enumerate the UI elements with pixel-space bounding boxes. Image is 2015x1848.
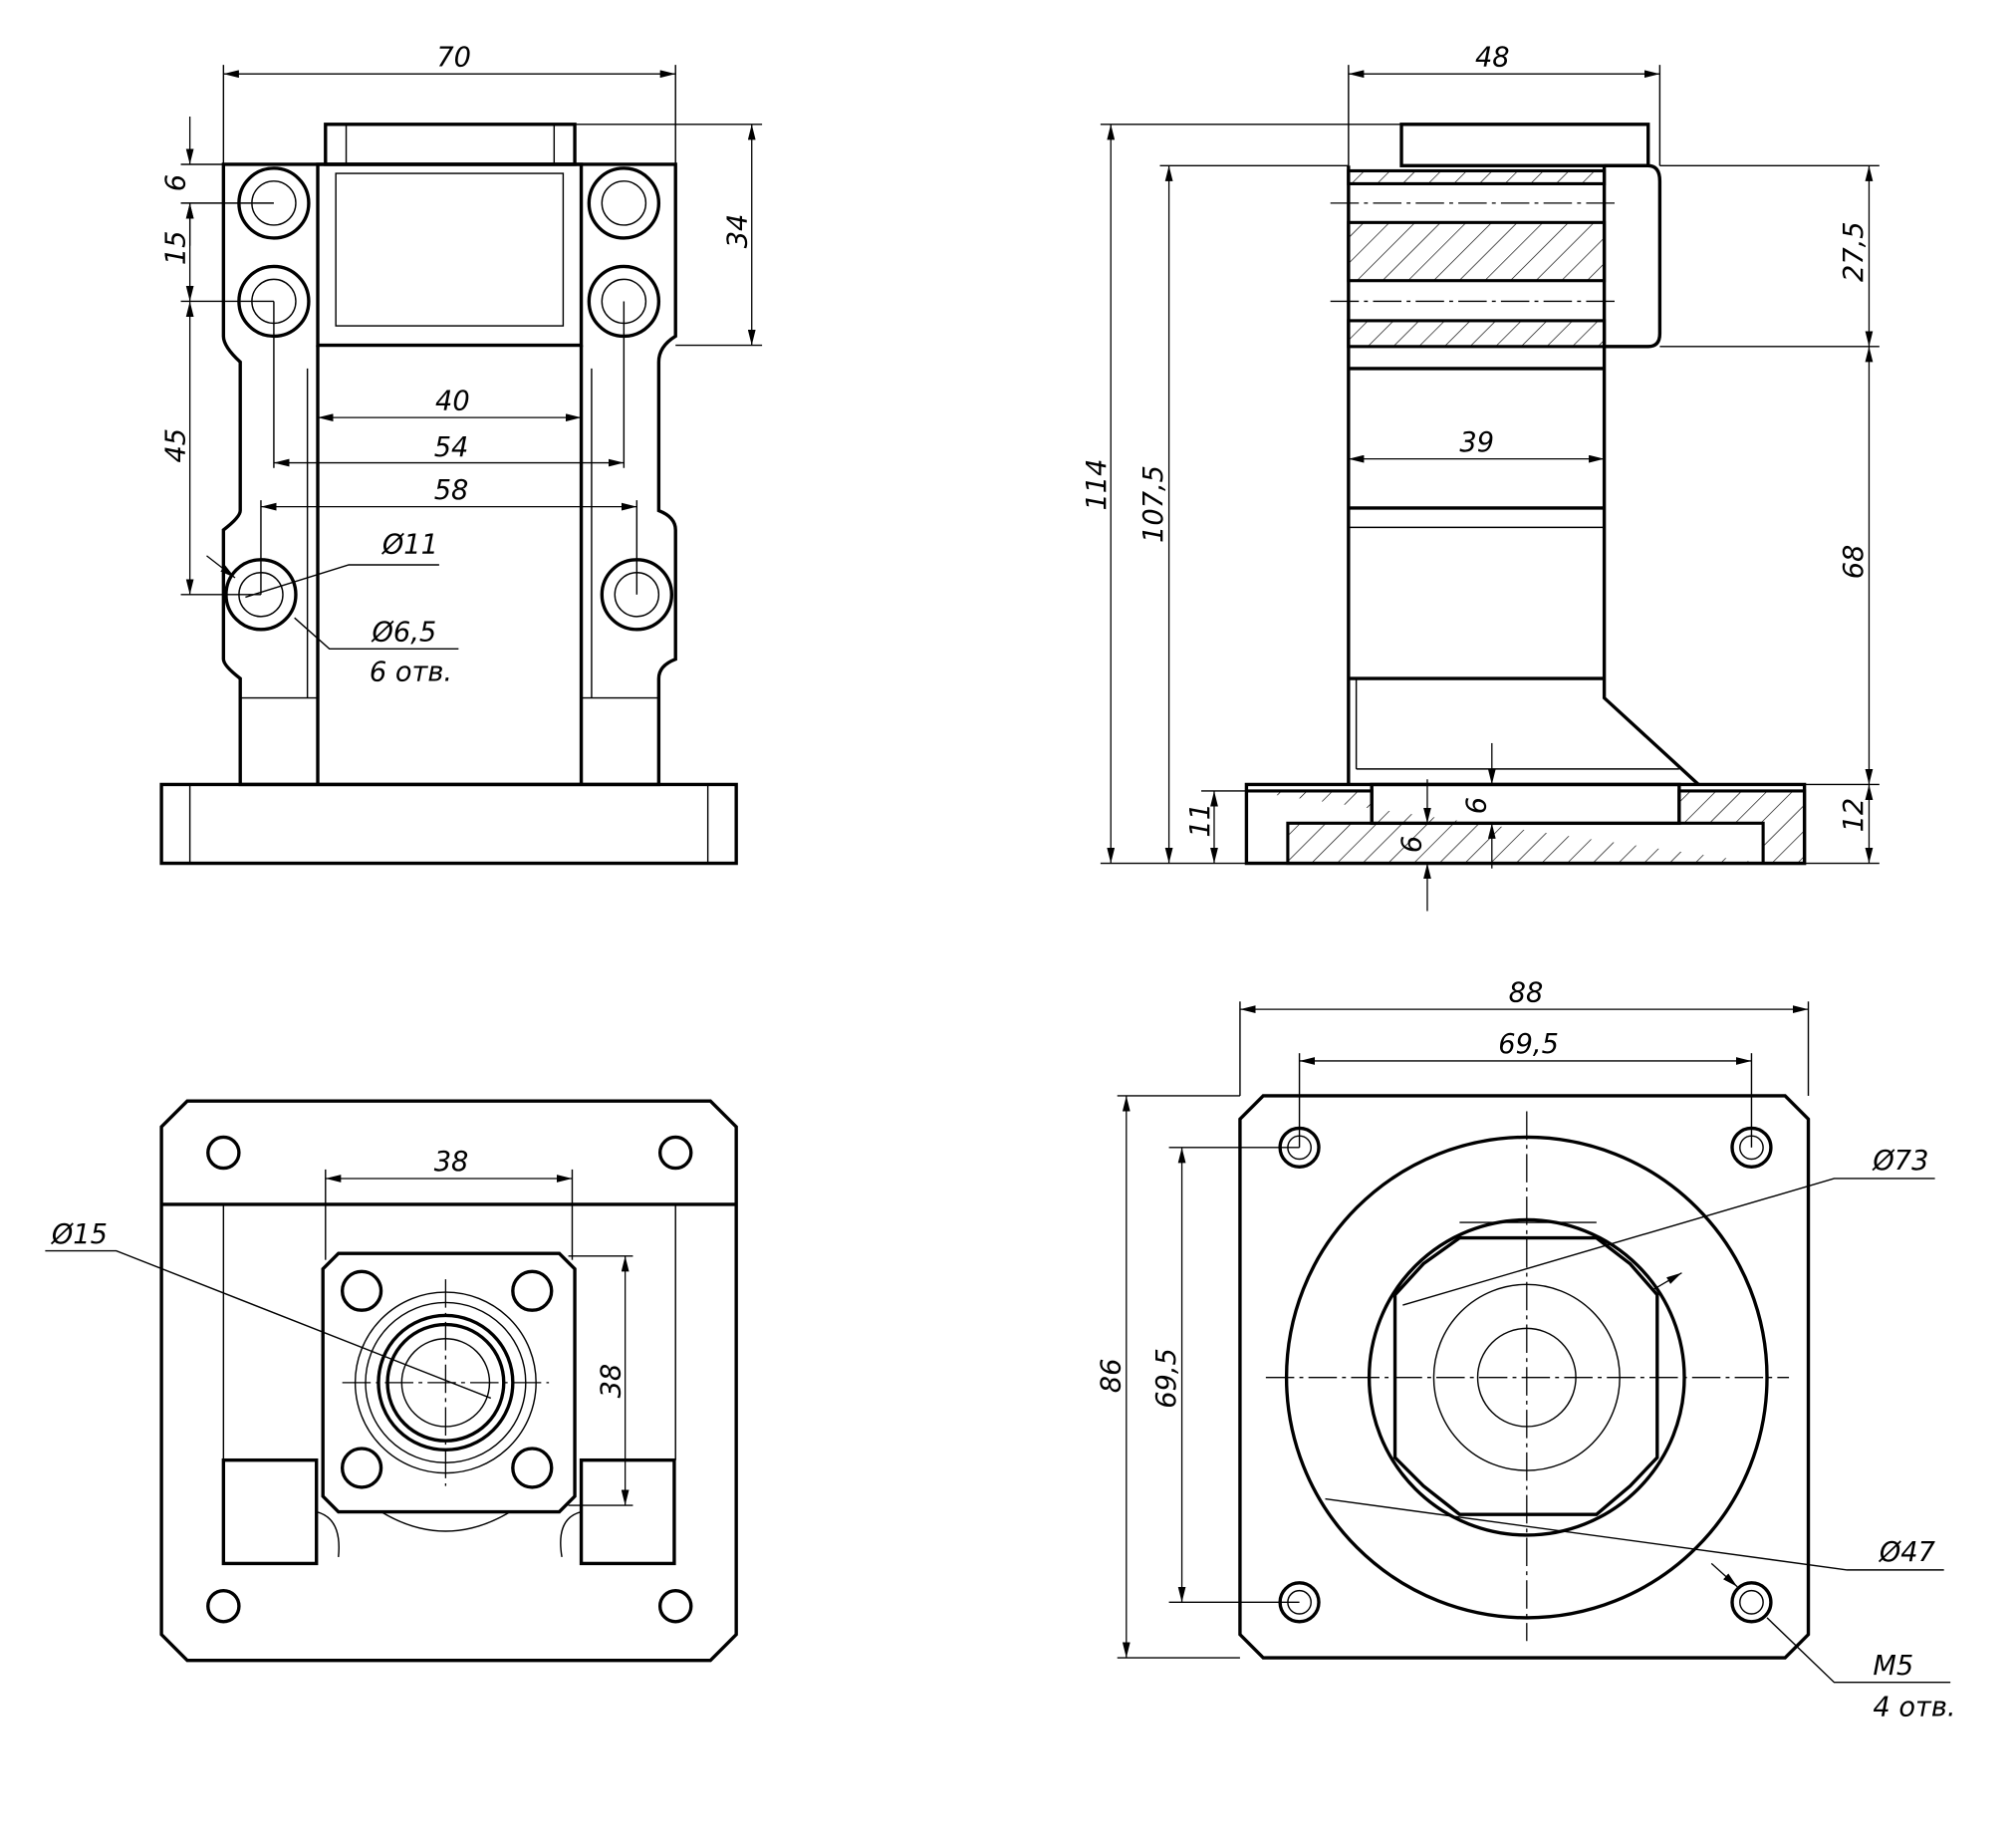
dim-114: 114 bbox=[1082, 459, 1113, 511]
side-view: 48 114 107,5 11 27,5 68 12 39 6 6 bbox=[1082, 42, 1880, 912]
dim-6-b: 6 bbox=[1396, 836, 1427, 853]
dim-11: 11 bbox=[1185, 803, 1216, 838]
dim-68: 68 bbox=[1839, 545, 1870, 580]
corner-holes bbox=[206, 1135, 693, 1624]
dim-48: 48 bbox=[1475, 42, 1510, 73]
dim-27-5: 27,5 bbox=[1839, 221, 1870, 282]
dim-6: 6 bbox=[160, 174, 191, 191]
front-view: 70 34 6 15 45 40 54 58 Ø11 Ø6,5 6 отв. bbox=[159, 42, 763, 866]
dim-6-a: 6 bbox=[1461, 797, 1492, 814]
dim-69-5-horizontal: 69,5 bbox=[1498, 1029, 1559, 1060]
thread-label: M5 bbox=[1873, 1651, 1913, 1682]
thread-count-label: 4 отв. bbox=[1873, 1692, 1955, 1722]
dim-34: 34 bbox=[723, 214, 754, 249]
dim-70: 70 bbox=[436, 42, 471, 73]
dim-45: 45 bbox=[160, 428, 191, 463]
inner-dia-label: Ø47 bbox=[1879, 1537, 1936, 1568]
dim-107-5: 107,5 bbox=[1138, 465, 1169, 543]
dim-39: 39 bbox=[1459, 427, 1494, 458]
dim-58: 58 bbox=[434, 475, 469, 506]
top-view: 38 38 Ø15 bbox=[45, 1099, 738, 1663]
dim-88: 88 bbox=[1509, 977, 1544, 1008]
mounting-holes bbox=[224, 166, 674, 632]
dim-86: 86 bbox=[1096, 1359, 1127, 1394]
dim-15: 15 bbox=[160, 230, 191, 265]
bottom-view: 88 69,5 86 69,5 Ø73 Ø47 M5 4 отв. bbox=[1096, 977, 1955, 1722]
dim-54: 54 bbox=[434, 432, 469, 463]
bore-label: Ø15 bbox=[51, 1219, 108, 1250]
dim-12: 12 bbox=[1839, 798, 1870, 833]
hole-large-label: Ø11 bbox=[381, 529, 438, 560]
hole-small-label: Ø6,5 bbox=[371, 618, 436, 649]
dim-38-horizontal: 38 bbox=[434, 1147, 469, 1178]
hole-count-label: 6 отв. bbox=[370, 658, 452, 688]
socket-screws bbox=[340, 1269, 554, 1489]
dim-38-vertical: 38 bbox=[596, 1364, 627, 1399]
dim-69-5-vertical: 69,5 bbox=[1151, 1348, 1182, 1409]
outer-dia-label: Ø73 bbox=[1872, 1146, 1928, 1177]
dim-40: 40 bbox=[435, 386, 470, 416]
